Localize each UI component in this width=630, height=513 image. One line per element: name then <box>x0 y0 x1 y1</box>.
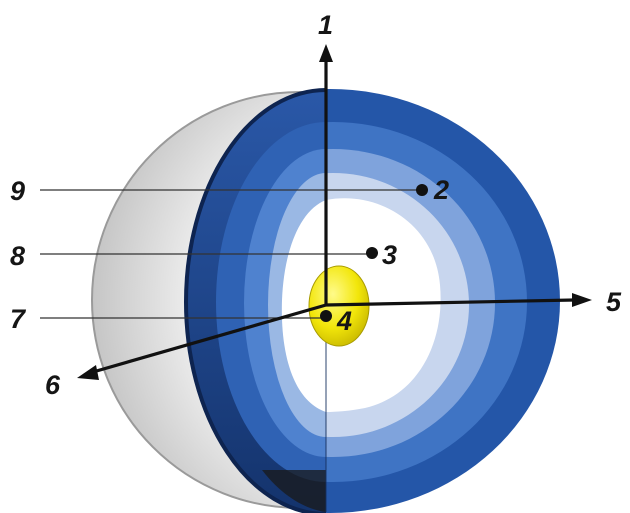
label-7: 7 <box>10 304 27 334</box>
label-5: 5 <box>606 287 622 317</box>
label-3: 3 <box>382 240 397 270</box>
label-9: 9 <box>10 176 25 206</box>
label-8: 8 <box>10 241 25 271</box>
points <box>320 184 428 322</box>
axes <box>77 44 592 380</box>
right-cut-shells <box>326 89 560 513</box>
label-6: 6 <box>45 370 61 400</box>
point-3 <box>366 247 378 259</box>
cavity-left <box>281 200 326 412</box>
axis-diagonal <box>92 303 327 374</box>
label-1: 1 <box>318 10 333 40</box>
label-4: 4 <box>336 306 352 336</box>
bottom-shadow <box>262 470 326 512</box>
label-2: 2 <box>433 175 449 205</box>
left-cut-shells <box>184 88 326 513</box>
point-2 <box>416 184 428 196</box>
point-4 <box>320 310 332 322</box>
axis-right <box>325 298 575 307</box>
